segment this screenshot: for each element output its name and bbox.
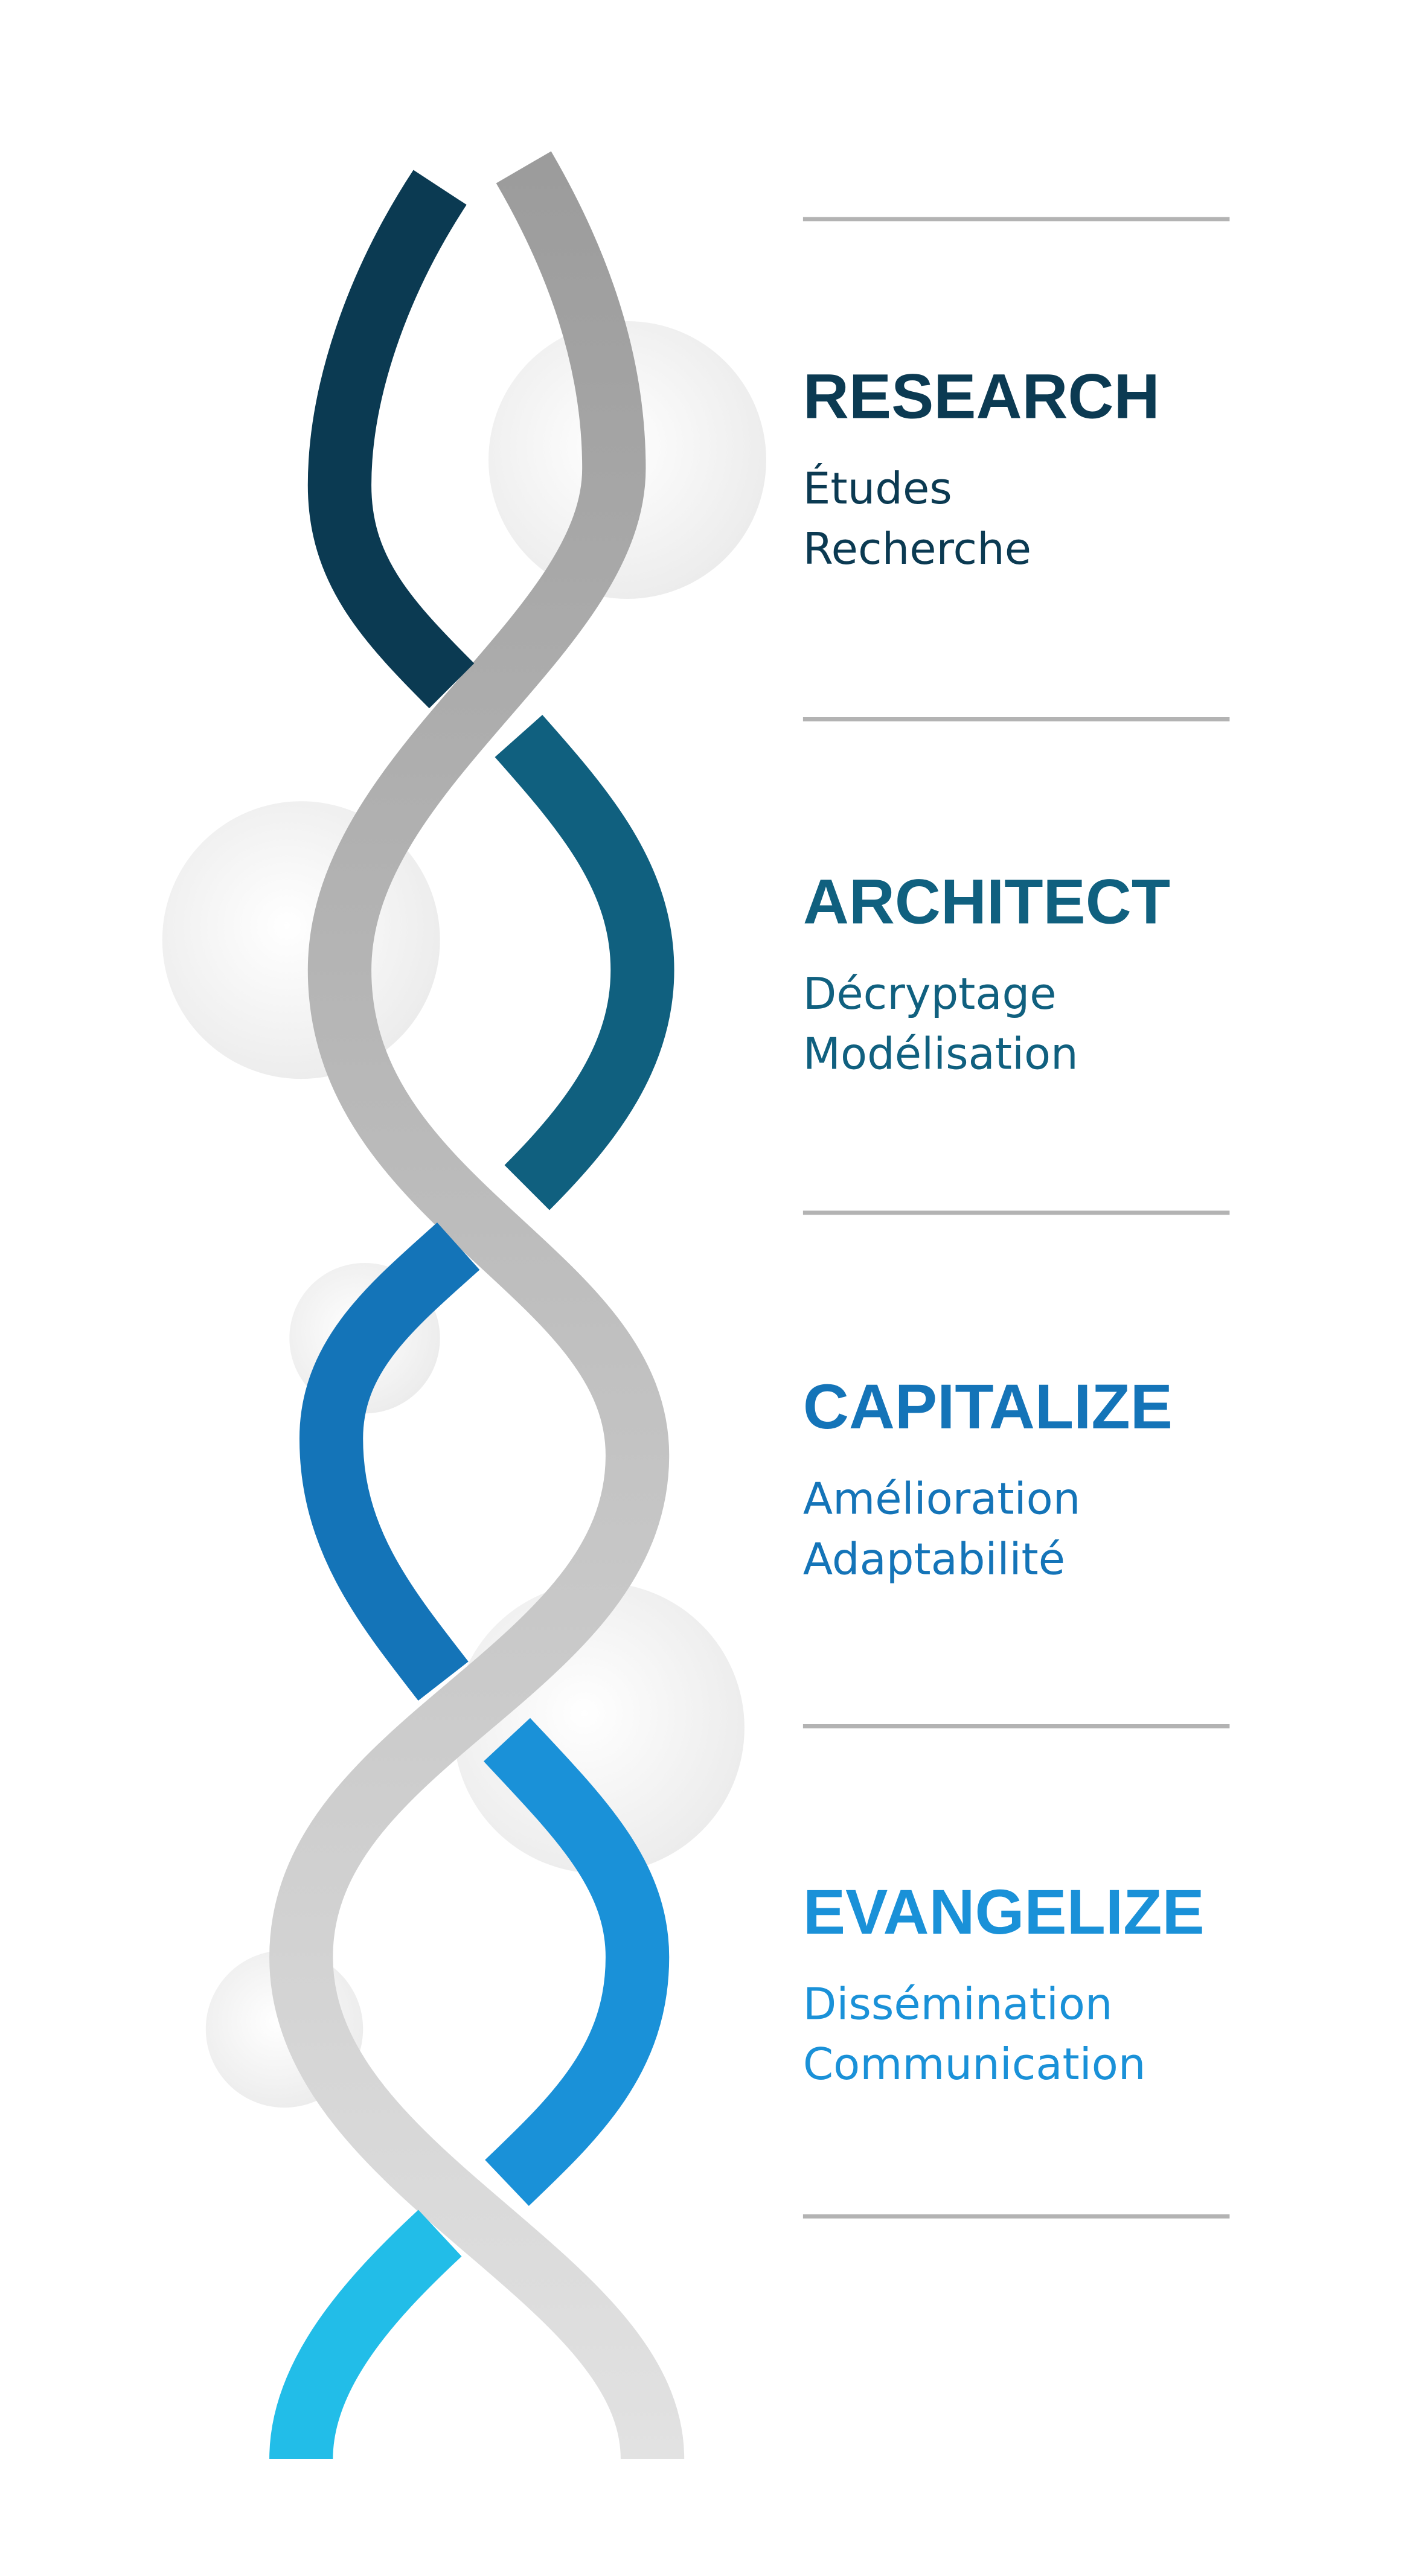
research-strand [307,170,475,709]
gray-helix-strand [269,151,685,2461]
architect-strand [495,715,674,1210]
section-line: Recherche [803,523,1031,574]
section-capitalize: CAPITALIZE Amélioration Adaptabilité [803,1372,1173,1584]
section-line: Communication [803,2039,1146,2089]
section-title: RESEARCH [803,362,1160,432]
section-line: Décryptage [803,968,1057,1019]
section-research: RESEARCH Études Recherche [803,362,1160,574]
section-title: CAPITALIZE [803,1372,1173,1442]
dividers [802,217,1230,2219]
tail-strand [269,2210,462,2460]
section-title: ARCHITECT [803,866,1170,937]
evangelize-strand [484,1718,670,2206]
section-evangelize: EVANGELIZE Dissémination Communication [803,1877,1205,2089]
section-line: Adaptabilité [803,1533,1065,1584]
section-line: Modélisation [803,1029,1078,1079]
section-line: Études [803,463,952,514]
section-title: EVANGELIZE [803,1877,1205,1948]
section-architect: ARCHITECT Décryptage Modélisation [803,866,1170,1079]
capitalize-strand [299,1222,480,1701]
section-line: Dissémination [803,1978,1113,2029]
section-line: Amélioration [803,1474,1080,1524]
